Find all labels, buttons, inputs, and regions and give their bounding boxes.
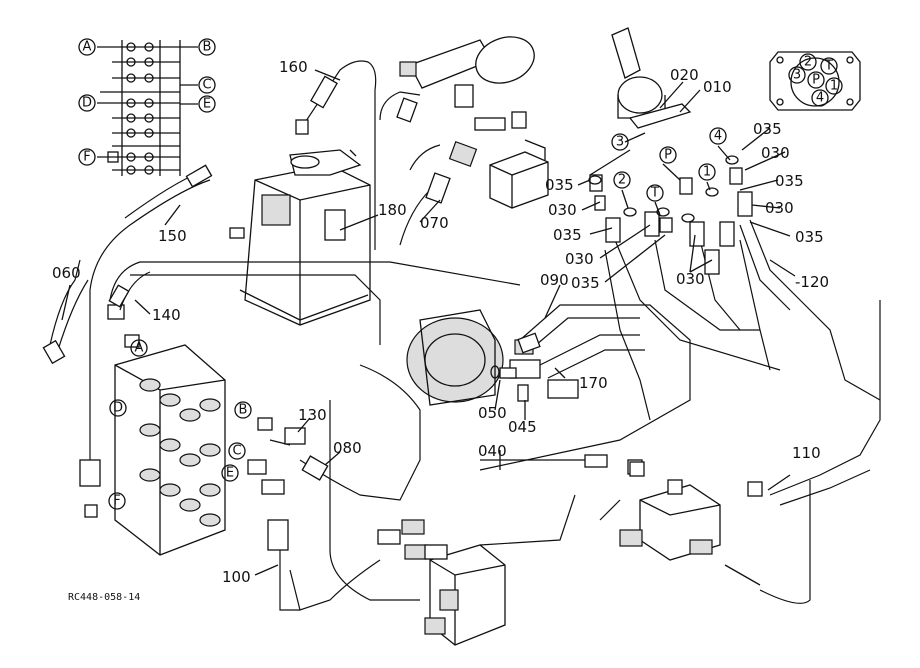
port-marker-t: T [650, 186, 659, 201]
pattern-3: 3 [793, 68, 801, 83]
conn-marker-a: A [135, 341, 144, 356]
port-marker-4: 4 [714, 129, 722, 144]
conn-marker-e: E [226, 466, 234, 481]
label-030-a: 030 [761, 144, 790, 162]
hydraulic-pump [406, 309, 579, 406]
leader-lines [61, 69, 796, 576]
legend-marker-b-top: B [203, 40, 212, 55]
label-050: 050 [478, 404, 507, 422]
port-markers: 3 2 T P 1 4 [611, 127, 727, 202]
port-marker-2: 2 [618, 173, 626, 188]
port-marker-3: 3 [616, 135, 624, 150]
drawing-id: RC448-058-14 [68, 592, 140, 603]
conn-marker-f: F [113, 494, 120, 509]
right-valve-block [619, 459, 763, 586]
pattern-1: 1 [830, 79, 838, 94]
label-100: 100 [222, 568, 251, 586]
label-035-e: 035 [553, 226, 582, 244]
conn-marker-b: B [239, 403, 248, 418]
conn-marker-c: C [232, 444, 241, 459]
fittings [42, 75, 753, 551]
part-labels: 160 180 070 150 060 140 090 170 050 045 … [52, 58, 829, 586]
label-180: 180 [378, 201, 407, 219]
o-rings [490, 155, 739, 379]
pattern-2: 2 [804, 55, 812, 70]
label-035-b: 035 [775, 172, 804, 190]
label-140: 140 [152, 306, 181, 324]
label-160: 160 [279, 58, 308, 76]
port-marker-1: 1 [703, 165, 711, 180]
legend-schematic: A B C D E F [78, 38, 216, 176]
label-120: -120 [795, 273, 829, 291]
legend-marker-a-top: A [83, 40, 92, 55]
label-060: 060 [52, 264, 81, 282]
label-080: 080 [333, 439, 362, 457]
label-010: 010 [703, 78, 732, 96]
label-030-b: 030 [765, 199, 794, 217]
label-090: 090 [540, 271, 569, 289]
legend-marker-e-top: E [203, 97, 211, 112]
label-040: 040 [478, 442, 507, 460]
label-130: 130 [298, 406, 327, 424]
label-030-c: 030 [548, 201, 577, 219]
conn-marker-d: D [113, 401, 123, 416]
joystick-pattern-box: 2 T 3 P 1 4 [769, 51, 861, 111]
legend-marker-c-top: C [202, 78, 211, 93]
legend-marker-d-top: D [82, 96, 92, 111]
manifold-block [377, 519, 506, 646]
label-030-e: 030 [676, 270, 705, 288]
label-035-d: 035 [545, 176, 574, 194]
control-valve [84, 304, 285, 556]
label-045: 045 [508, 418, 537, 436]
label-170: 170 [579, 374, 608, 392]
pattern-t: T [824, 59, 833, 74]
label-030-d: 030 [565, 250, 594, 268]
label-150: 150 [158, 227, 187, 245]
hydraulic-tank [229, 149, 371, 326]
label-110: 110 [792, 444, 821, 462]
legend-marker-f-top: F [83, 150, 90, 165]
pattern-4: 4 [816, 91, 824, 106]
label-035-c: 035 [795, 228, 824, 246]
label-070: 070 [420, 214, 449, 232]
label-035-f: 035 [571, 274, 600, 292]
pilot-joystick [611, 27, 692, 129]
label-020: 020 [670, 66, 699, 84]
solenoid-valve [448, 139, 549, 209]
pattern-p: P [812, 73, 820, 88]
port-marker-p: P [664, 148, 672, 163]
connection-markers: A D B C E F [108, 339, 252, 510]
hose-network [49, 60, 881, 611]
label-035-a: 035 [753, 120, 782, 138]
pilot-filter [399, 36, 535, 129]
